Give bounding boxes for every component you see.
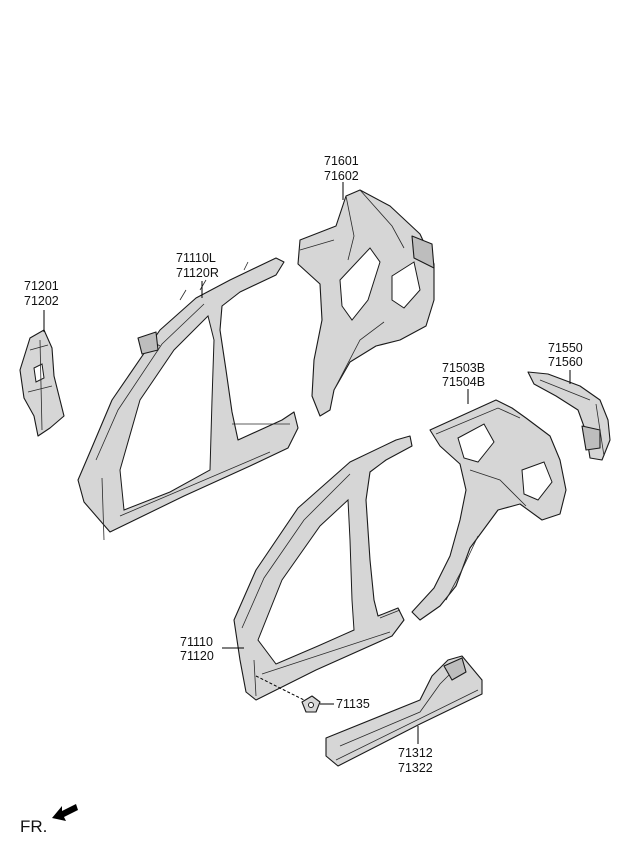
callout-71135-line1: 71135 bbox=[336, 697, 370, 711]
callout-71503B: 71503B 71504B bbox=[442, 361, 485, 389]
part-71550-rear-bracket bbox=[527, 371, 611, 461]
part-71110-side-outer-panel bbox=[233, 435, 413, 701]
front-direction-label: FR. bbox=[20, 817, 47, 836]
callout-71503B-line1: 71503B bbox=[442, 361, 485, 375]
callout-71201-line1: 71201 bbox=[24, 279, 59, 293]
callout-71110L-line1: 71110L bbox=[176, 251, 216, 265]
part-71201-pillar-reinforcement bbox=[19, 329, 65, 437]
callout-71503B-line2: 71504B bbox=[442, 375, 485, 389]
callout-71601-line2: 71602 bbox=[324, 169, 359, 183]
callout-71550: 71550 71560 bbox=[548, 341, 583, 369]
part-71135-clip bbox=[301, 695, 321, 713]
callout-71201-line2: 71202 bbox=[24, 294, 59, 308]
callout-71201: 71201 71202 bbox=[24, 279, 59, 308]
callout-71110L: 71110L 71120R bbox=[176, 251, 219, 280]
part-71110L-side-outer-panel bbox=[77, 257, 299, 541]
callout-71601: 71601 71602 bbox=[324, 154, 359, 183]
front-direction-indicator: FR. bbox=[20, 804, 78, 836]
callout-71110-line2: 71120 bbox=[180, 649, 214, 663]
callout-71110-line1: 71110 bbox=[180, 635, 213, 649]
callout-71312-line1: 71312 bbox=[398, 746, 433, 760]
callout-71135: 71135 bbox=[336, 697, 370, 711]
callout-71110: 71110 71120 bbox=[180, 635, 214, 663]
callout-71312-line2: 71322 bbox=[398, 761, 433, 775]
part-71312-side-sill bbox=[325, 655, 483, 767]
part-71503B-quarter-outer bbox=[411, 399, 567, 621]
callout-71110L-line2: 71120R bbox=[176, 266, 219, 280]
front-arrow-icon bbox=[52, 804, 78, 821]
callout-71550-line2: 71560 bbox=[548, 355, 583, 369]
part-71601-quarter-inner bbox=[297, 189, 435, 417]
callout-71601-line1: 71601 bbox=[324, 154, 359, 168]
callout-71550-line1: 71550 bbox=[548, 341, 583, 355]
leader-lines bbox=[43, 182, 571, 744]
leader-71135-dash bbox=[255, 675, 305, 701]
callout-71312: 71312 71322 bbox=[398, 746, 433, 775]
